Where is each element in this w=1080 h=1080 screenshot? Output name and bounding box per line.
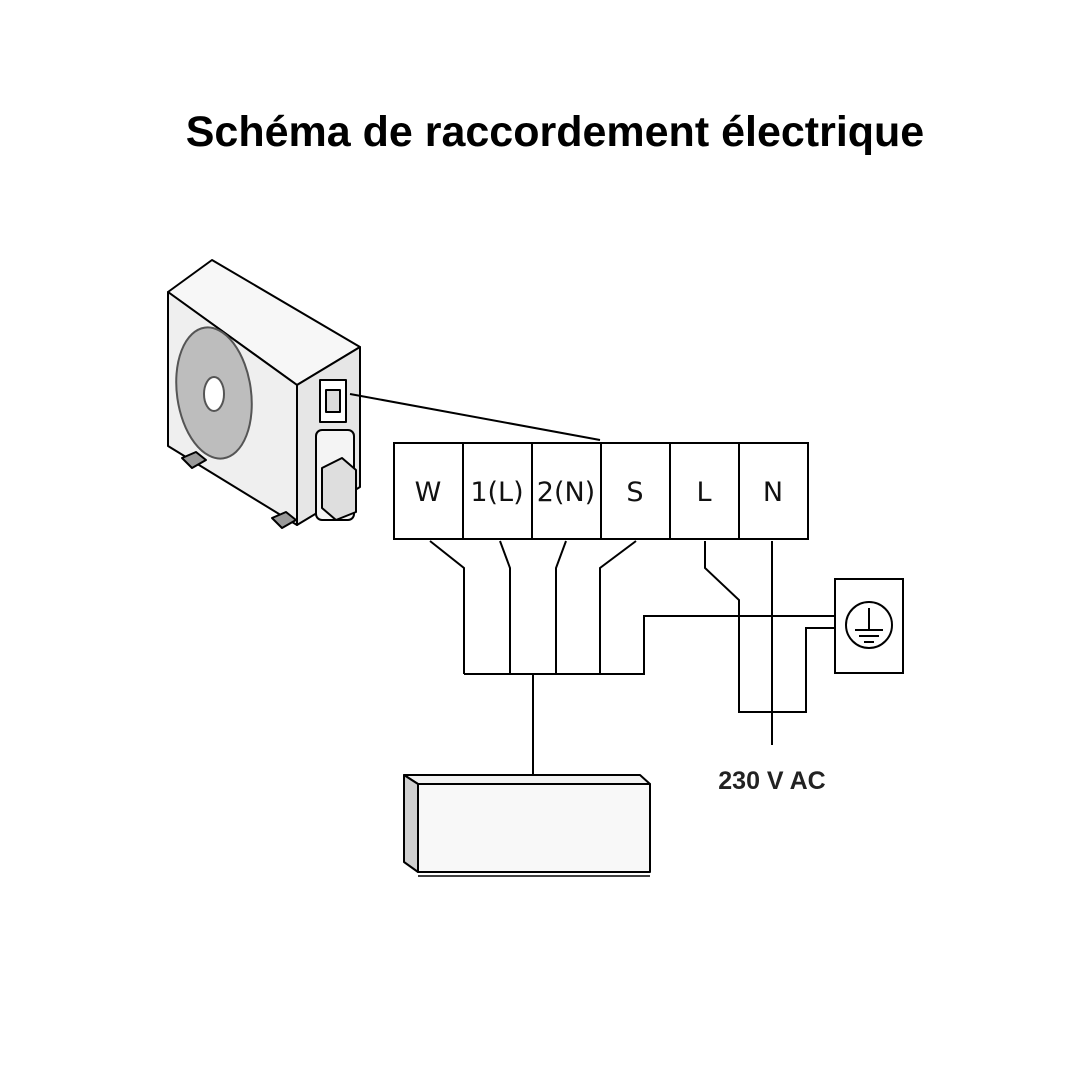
earth-ground-socket-icon: [834, 578, 904, 674]
indoor-ac-unit-icon: [403, 774, 651, 877]
terminal-label-2n: 2(N): [537, 477, 595, 508]
terminal-label-w: W: [415, 477, 442, 508]
terminal-label-s: S: [626, 477, 643, 508]
terminal-label-l: L: [696, 477, 711, 508]
supply-cable-wires: [704, 541, 836, 745]
supply-voltage-label: 230 V AC: [718, 767, 825, 795]
diagram-title: Schéma de raccordement électrique: [185, 108, 925, 156]
indoor-cable-wires: [429, 540, 836, 774]
outdoor-ac-unit-icon: [167, 259, 361, 529]
leader-line: [349, 393, 601, 441]
terminal-block: W 1(L) 2(N) S L N: [393, 442, 809, 540]
terminal-label-n: N: [763, 477, 783, 508]
terminal-label-1l: 1(L): [470, 477, 523, 508]
